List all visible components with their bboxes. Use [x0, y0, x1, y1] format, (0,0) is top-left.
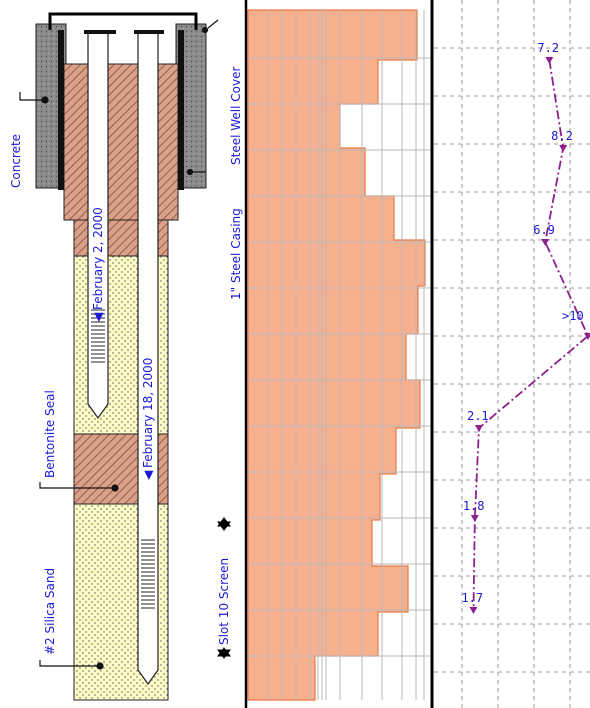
profile-series: 7.2 8.2 6.9 >10 2.1 1.8 1.7: [461, 41, 590, 614]
pipe-cap-1: [84, 30, 116, 34]
profile-point-marker: [541, 239, 550, 246]
steel-well-cover: [48, 12, 198, 30]
profile-point-marker: [474, 425, 483, 432]
monitoring-pipe-deep: [137, 34, 159, 686]
profile-point-marker: [545, 57, 554, 64]
screen-extent-bracket: [217, 517, 231, 659]
profile-point-label: >10: [562, 309, 584, 323]
profile-point-marker: [559, 145, 568, 152]
label-concrete: Concrete: [9, 134, 23, 188]
water-level-label-feb-2: February 2, 2000: [91, 207, 105, 310]
hatched-fill-upper: [63, 63, 179, 221]
steel-casing-left-wall: [58, 30, 64, 190]
water-level-label-feb-18: February 18, 2000: [141, 358, 155, 468]
profile-point-marker: [470, 515, 479, 522]
profile-point-marker: [469, 607, 478, 614]
profile-point-label: 1.7: [461, 591, 483, 605]
slot-screen-deep: [141, 539, 155, 609]
callout-leaders: [19, 19, 219, 670]
profile-point-label: 1.8: [463, 499, 485, 513]
label-bentonite-seal: Bentonite Seal: [43, 390, 57, 478]
profile-grid: [434, 0, 590, 708]
profile-point-label: 2.1: [467, 409, 489, 423]
pipe-cap-2: [134, 30, 164, 34]
label-slot-screen: Slot 10 Screen: [217, 558, 231, 645]
profile-point-label: 6.9: [533, 223, 555, 237]
slot-screen-shallow: [91, 309, 105, 363]
profile-point-label: 7.2: [537, 41, 559, 55]
label-steel-casing: 1" Steel Casing: [229, 208, 243, 300]
water-level-arrow-feb-18: ◀: [141, 470, 155, 480]
profile-point-marker: [584, 333, 590, 340]
profile-point-label: 8.2: [551, 129, 573, 143]
water-level-arrow-feb-2: ◀: [91, 312, 105, 322]
steel-casing-right-wall: [178, 30, 184, 190]
label-silica-sand: #2 Silica Sand: [43, 568, 57, 655]
label-steel-well-cover: Steel Well Cover: [229, 67, 243, 165]
lithology-bar-log: [244, 0, 434, 708]
bar-log-grid: [248, 10, 432, 700]
well-construction: February 2, 2000 ◀ February 18, 2000 ◀ C…: [9, 12, 243, 701]
profile-chart: 7.2 8.2 6.9 >10 2.1 1.8 1.7: [434, 0, 590, 708]
